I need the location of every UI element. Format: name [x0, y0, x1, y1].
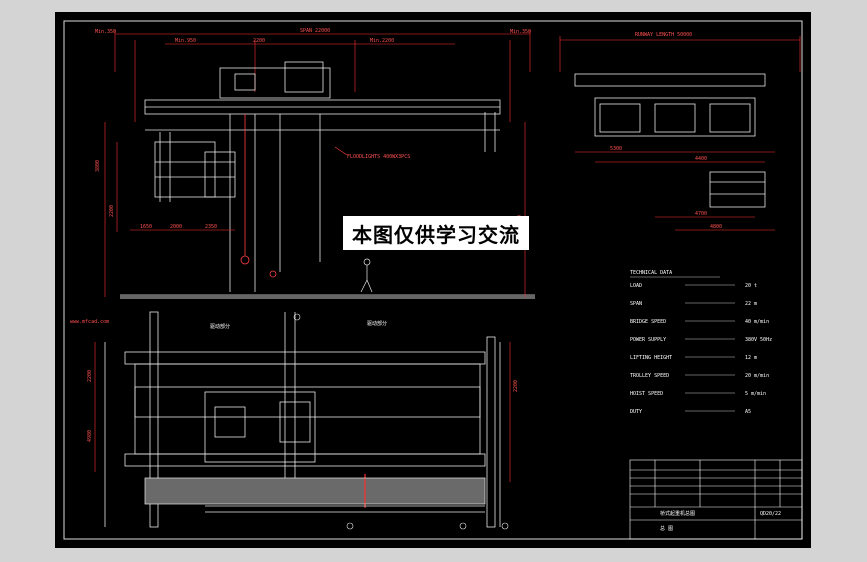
- spec-label: POWER SUPPLY: [630, 337, 666, 343]
- floodlights-label: FLOODLIGHTS 400WX3PCS: [347, 154, 410, 160]
- plan-dim-0: 2200: [87, 370, 93, 382]
- drawing-code: QD20/22: [760, 511, 781, 517]
- spec-label: HOIST SPEED: [630, 391, 663, 397]
- side-view: RUNWAY LENGTH 50000 5300 4400 4700 4800: [559, 32, 801, 231]
- dim-mid-right: Min.2200: [370, 38, 394, 44]
- runway-length-label: RUNWAY LENGTH 50000: [635, 32, 692, 38]
- spec-label: DUTY: [630, 409, 642, 415]
- spec-row: SPAN 22 m: [630, 301, 757, 307]
- dim-mid: 2200: [253, 38, 265, 44]
- dim-vert-1: 2200: [109, 205, 115, 217]
- spec-label: BRIDGE SPEED: [630, 319, 666, 325]
- drawing-border: [63, 20, 803, 540]
- cad-drawing: Min.350 SPAN 22000 Min.350 Min.950 2200 …: [63, 20, 803, 540]
- drawing-sheet: Min.350 SPAN 22000 Min.350 Min.950 2200 …: [55, 12, 811, 548]
- dim-right: Min.350: [510, 29, 531, 35]
- spec-label: LIFTING HEIGHT: [630, 355, 672, 361]
- dim-bottom-2: 2350: [205, 224, 217, 230]
- dim-mid-left: Min.950: [175, 38, 196, 44]
- specs-title: TECHNICAL DATA: [630, 270, 672, 276]
- watermark: 本图仅供学习交流: [343, 216, 529, 250]
- spec-row: LIFTING HEIGHT 12 m: [630, 355, 757, 361]
- spec-label: SPAN: [630, 301, 642, 307]
- drive-label-a: 驱动部分: [210, 323, 230, 330]
- drive-label-b: 驱动部分: [367, 320, 387, 327]
- spec-row: TROLLEY SPEED 20 m/min: [630, 373, 769, 379]
- spec-value: 5 m/min: [745, 391, 766, 397]
- specs-table: TECHNICAL DATA LOAD 20 t SPAN 22 m BRIDGE SP…: [630, 270, 772, 415]
- side-dim-1: 4400: [695, 156, 707, 162]
- plan-dim-2: 2200: [513, 380, 519, 392]
- dim-bottom-1: 2000: [170, 224, 182, 230]
- dim-vert-0: 3800: [95, 160, 101, 172]
- spec-value: A5: [745, 409, 751, 415]
- side-dim-0: 5300: [610, 146, 622, 152]
- drawing-title: 桥式起重机总图: [660, 510, 695, 517]
- spec-value: 22 m: [745, 301, 757, 307]
- spec-value: 40 m/min: [745, 319, 769, 325]
- spec-row: LOAD 20 t: [630, 283, 757, 289]
- spec-row: DUTY A5: [630, 409, 751, 415]
- spec-value: 12 m: [745, 355, 757, 361]
- spec-value: 20 t: [745, 283, 757, 289]
- sheet-no: 总 图: [660, 525, 673, 532]
- dim-bottom-0: 1650: [140, 224, 152, 230]
- website-label: www.mfcad.com: [70, 319, 109, 325]
- spec-row: POWER SUPPLY 380V 50Hz: [630, 337, 772, 343]
- plan-dim-1: 4980: [87, 430, 93, 442]
- spec-row: BRIDGE SPEED 40 m/min: [630, 319, 769, 325]
- dim-span: SPAN 22000: [300, 28, 330, 34]
- dim-left: Min.350: [95, 29, 116, 35]
- spec-row: HOIST SPEED 5 m/min: [630, 391, 766, 397]
- spec-label: LOAD: [630, 283, 642, 289]
- side-dim-3: 4800: [710, 224, 722, 230]
- spec-value: 380V 50Hz: [745, 337, 772, 343]
- side-dim-2: 4700: [695, 211, 707, 217]
- title-block: 桥式起重机总图 总 图 QD20/22: [629, 459, 803, 540]
- plan-view: www.mfcad.com 驱动部分 驱动部分: [70, 311, 519, 530]
- spec-label: TROLLEY SPEED: [630, 373, 669, 379]
- front-view: Min.350 SPAN 22000 Min.350 Min.950 2200 …: [95, 28, 535, 299]
- spec-value: 20 m/min: [745, 373, 769, 379]
